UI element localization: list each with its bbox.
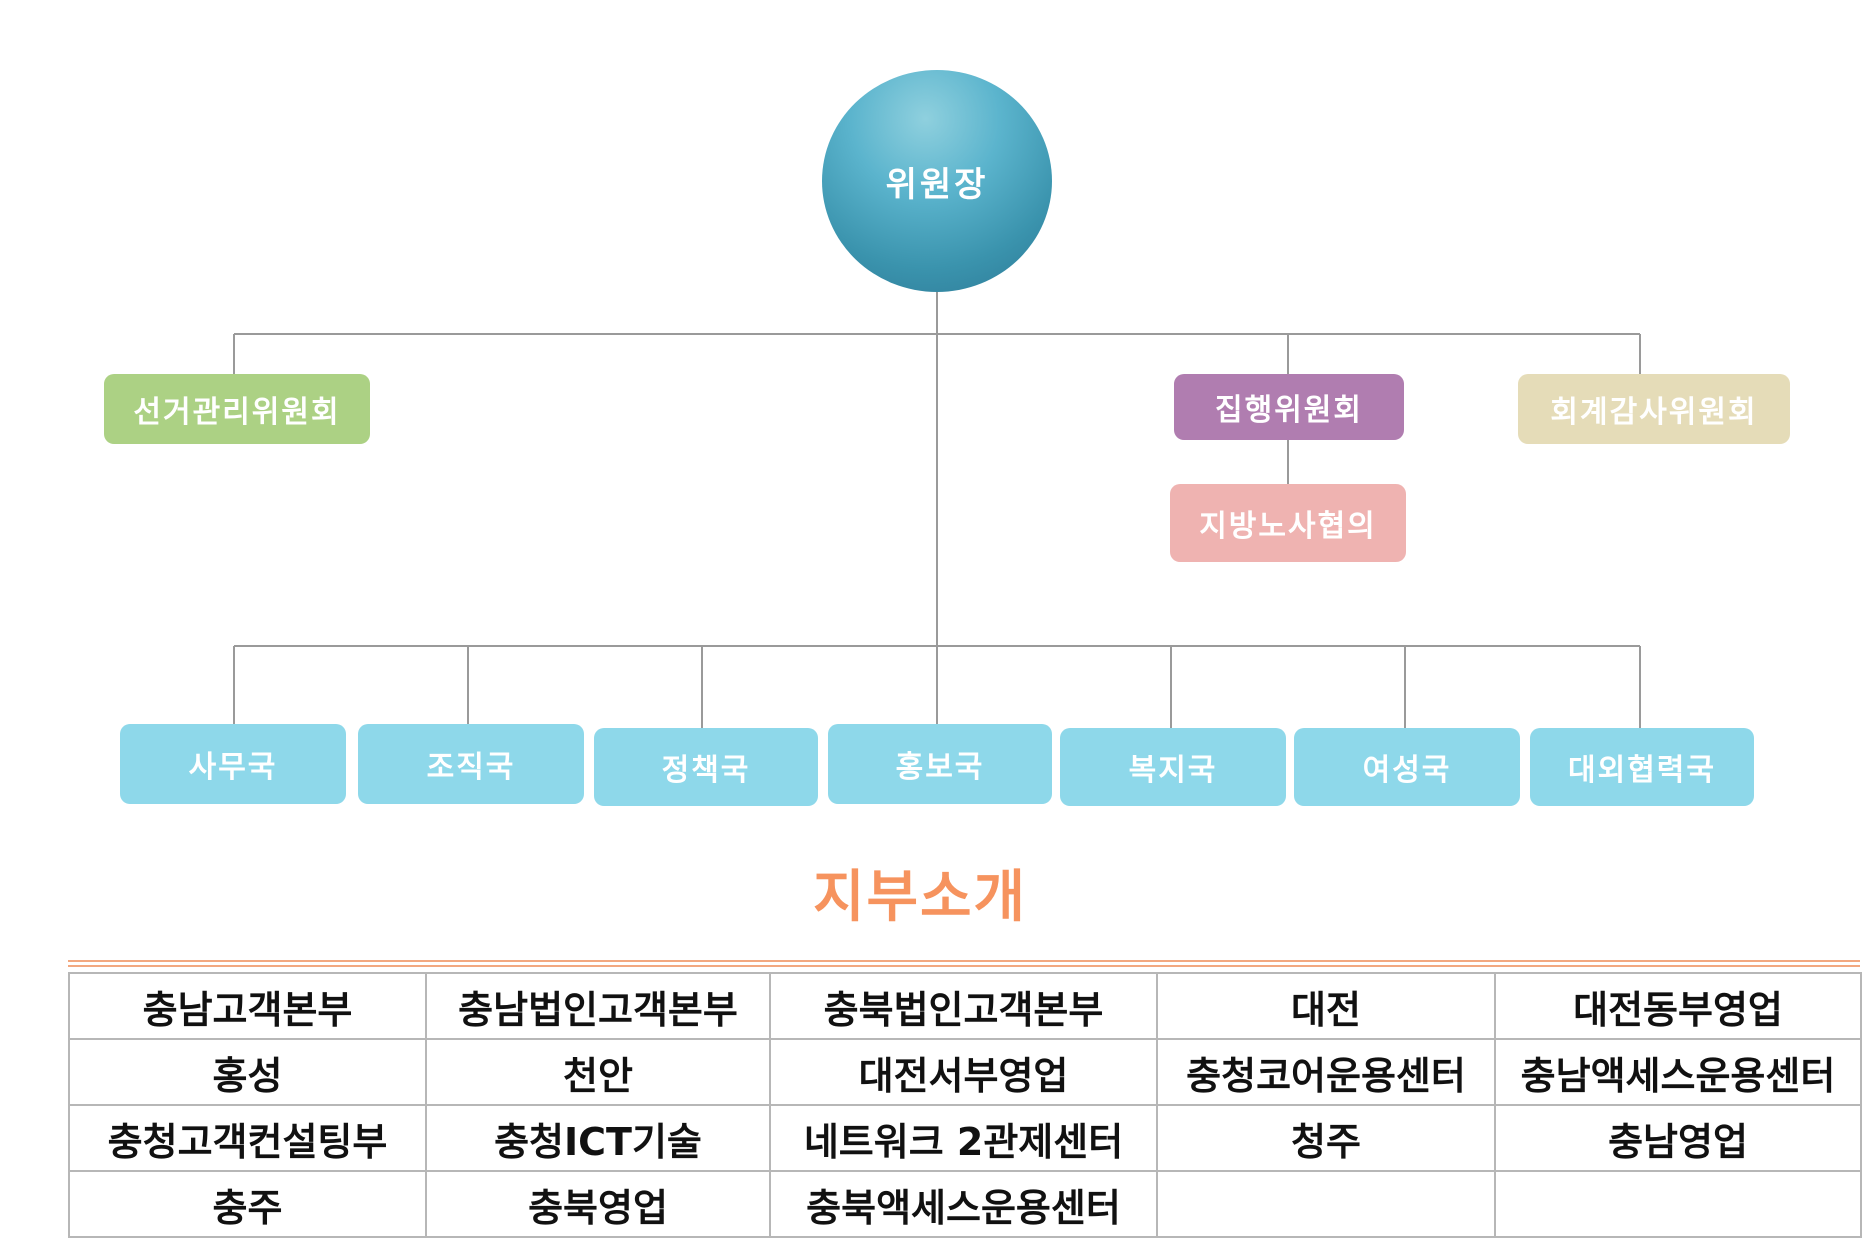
- branch-cell: 충북영업: [425, 1170, 771, 1238]
- department-node: 대외협력국: [1530, 728, 1754, 806]
- regional-council-node: 지방노사협의: [1170, 484, 1406, 562]
- election-committee-label: 선거관리위원회: [133, 395, 341, 430]
- department-label: 복지국: [1128, 753, 1218, 788]
- branch-cell: 충남액세스운용센터: [1494, 1038, 1862, 1106]
- executive-committee-label: 집행위원회: [1215, 393, 1363, 428]
- executive-committee-node: 집행위원회: [1174, 374, 1404, 440]
- table-row: 홍성 천안 대전서부영업 충청코어운용센터 충남액세스운용센터: [68, 1038, 1862, 1106]
- branch-cell: [1494, 1170, 1862, 1238]
- department-node: 정책국: [594, 728, 818, 806]
- branches-table: 충남고객본부 충남법인고객본부 충북법인고객본부 대전 대전동부영업 홍성 천안…: [68, 972, 1862, 1238]
- chair-node: 위원장: [822, 70, 1052, 292]
- branch-cell: [1156, 1170, 1496, 1238]
- election-committee-node: 선거관리위원회: [104, 374, 370, 444]
- department-label: 사무국: [188, 750, 278, 785]
- branch-cell: 충남영업: [1494, 1104, 1862, 1172]
- department-label: 조직국: [426, 750, 516, 785]
- audit-committee-node: 회계감사위원회: [1518, 374, 1790, 444]
- branch-cell: 충북법인고객본부: [769, 972, 1158, 1040]
- department-label: 대외협력국: [1568, 753, 1716, 788]
- department-node: 조직국: [358, 724, 584, 804]
- branch-cell: 충청ICT기술: [425, 1104, 771, 1172]
- branch-cell: 충청코어운용센터: [1156, 1038, 1496, 1106]
- table-row: 충주 충북영업 충북액세스운용센터: [68, 1170, 1862, 1238]
- table-row: 충청고객컨설팅부 충청ICT기술 네트워크 2관제센터 청주 충남영업: [68, 1104, 1862, 1172]
- regional-council-label: 지방노사협의: [1199, 509, 1377, 544]
- branch-cell: 충남법인고객본부: [425, 972, 771, 1040]
- department-node: 여성국: [1294, 728, 1520, 806]
- branches-title: 지부소개: [812, 865, 1028, 930]
- branch-cell: 대전: [1156, 972, 1496, 1040]
- branches-divider: [68, 960, 1860, 967]
- branch-cell: 충청고객컨설팅부: [68, 1104, 427, 1172]
- table-row: 충남고객본부 충남법인고객본부 충북법인고객본부 대전 대전동부영업: [68, 972, 1862, 1040]
- department-node: 사무국: [120, 724, 346, 804]
- department-node: 홍보국: [828, 724, 1052, 804]
- branch-cell: 천안: [425, 1038, 771, 1106]
- department-label: 홍보국: [895, 750, 985, 785]
- branch-cell: 홍성: [68, 1038, 427, 1106]
- branch-cell: 충북액세스운용센터: [769, 1170, 1158, 1238]
- department-node: 복지국: [1060, 728, 1286, 806]
- chair-label: 위원장: [885, 164, 989, 205]
- branch-cell: 충주: [68, 1170, 427, 1238]
- department-label: 여성국: [1362, 753, 1452, 788]
- department-label: 정책국: [661, 753, 751, 788]
- branch-cell: 청주: [1156, 1104, 1496, 1172]
- branch-cell: 대전서부영업: [769, 1038, 1158, 1106]
- branch-cell: 대전동부영업: [1494, 972, 1862, 1040]
- branch-cell: 충남고객본부: [68, 972, 427, 1040]
- branch-cell: 네트워크 2관제센터: [769, 1104, 1158, 1172]
- audit-committee-label: 회계감사위원회: [1550, 395, 1758, 430]
